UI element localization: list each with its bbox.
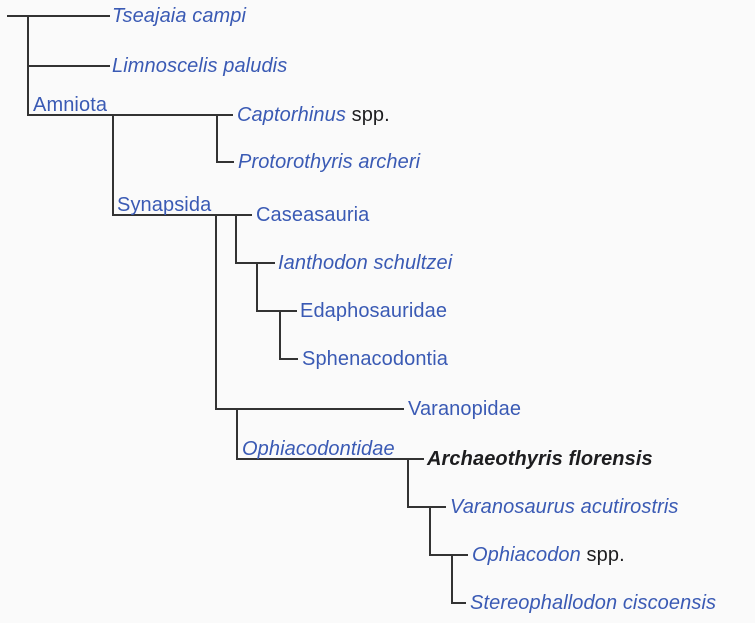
amniota-link[interactable]: Amniota xyxy=(33,94,108,116)
taxon-label-archaeothyris-florensis: Archaeothyris florensis xyxy=(427,448,653,470)
taxon-label-sphenacodontia: Sphenacodontia xyxy=(302,348,448,370)
branch-line-root-to-tseajaia xyxy=(7,15,110,17)
branch-line-amniota-to-captorhinus xyxy=(28,114,233,116)
caseasauria-link[interactable]: Caseasauria xyxy=(256,204,370,226)
branch-line-ophiacodon-stereophallodon-bar xyxy=(451,554,453,604)
protorothyris-archeri-link[interactable]: Protorothyris archeri xyxy=(238,151,421,173)
ianthodon-schultzei-link[interactable]: Ianthodon schultzei xyxy=(278,252,453,274)
limnoscelis-paludis-link[interactable]: Limnoscelis paludis xyxy=(112,55,288,77)
varanopidae-link[interactable]: Varanopidae xyxy=(408,398,522,420)
branch-line-to-ianthodon xyxy=(236,262,275,264)
stereophallodon-ciscoensis-link[interactable]: Stereophallodon ciscoensis xyxy=(470,592,717,614)
branch-line-to-ophiacodon xyxy=(430,554,468,556)
branch-line-to-limnoscelis xyxy=(28,65,110,67)
ophiacodon-spp-link[interactable]: Ophiacodon xyxy=(472,544,581,566)
branch-line-to-sphenacodontia xyxy=(280,358,298,360)
archaeothyris-florensis-text: Archaeothyris florensis xyxy=(427,448,653,470)
captorhinus-spp-text: spp. xyxy=(345,104,390,126)
taxon-label-varanosaurus-acutirostris: Varanosaurus acutirostris xyxy=(450,496,679,518)
taxon-label-captorhinus-spp: Captorhinus spp. xyxy=(237,104,390,126)
taxon-label-edaphosauridae: Edaphosauridae xyxy=(300,300,447,322)
ophiacodontidae-link[interactable]: Ophiacodontidae xyxy=(242,438,395,460)
branch-line-ianthodon-edaphosauridae-bar xyxy=(256,262,258,312)
branch-line-ophiacodontidae-clade-bar xyxy=(407,458,409,508)
captorhinus-spp-link[interactable]: Captorhinus xyxy=(237,104,346,126)
taxon-label-stereophallodon-ciscoensis: Stereophallodon ciscoensis xyxy=(470,592,716,614)
branch-line-amniota-clade-bar xyxy=(112,114,114,216)
branch-line-synapsida-clade-bar xyxy=(215,214,217,410)
taxon-label-varanopidae: Varanopidae xyxy=(408,398,521,420)
branch-line-to-stereophallodon xyxy=(452,602,466,604)
tseajaia-campi-link[interactable]: Tseajaia campi xyxy=(112,5,247,27)
branch-line-to-protorothyris xyxy=(217,161,234,163)
branch-line-edaphosauridae-sphenacodontia-bar xyxy=(279,310,281,360)
taxon-label-ophiacodontidae: Ophiacodontidae xyxy=(242,438,395,460)
taxon-label-tseajaia-campi: Tseajaia campi xyxy=(112,5,246,27)
ophiacodon-spp-text: spp. xyxy=(580,544,625,566)
taxon-label-caseasauria: Caseasauria xyxy=(256,204,369,226)
taxon-label-amniota: Amniota xyxy=(33,94,107,116)
taxon-label-synapsida: Synapsida xyxy=(117,194,211,216)
taxon-label-protorothyris-archeri: Protorothyris archeri xyxy=(238,151,420,173)
branch-line-to-edaphosauridae xyxy=(257,310,297,312)
sphenacodontia-link[interactable]: Sphenacodontia xyxy=(302,348,448,370)
branch-line-root-clade-bar xyxy=(27,15,29,116)
branch-line-varanosaurus-ophiacodon-bar xyxy=(429,506,431,556)
taxon-label-limnoscelis-paludis: Limnoscelis paludis xyxy=(112,55,287,77)
branch-line-synapsida-to-caseasauria xyxy=(113,214,252,216)
branch-line-varanopidae-ophiacodontidae-bar xyxy=(236,408,238,460)
branch-line-caseasauria-ianthodon-bar xyxy=(235,214,237,264)
edaphosauridae-link[interactable]: Edaphosauridae xyxy=(300,300,448,322)
branch-line-to-varanosaurus xyxy=(408,506,446,508)
taxon-label-ophiacodon-spp: Ophiacodon spp. xyxy=(472,544,625,566)
branch-line-to-varanopidae xyxy=(216,408,404,410)
taxon-label-ianthodon-schultzei: Ianthodon schultzei xyxy=(278,252,452,274)
branch-line-ophiacodontidae-to-archaeothyris xyxy=(237,458,424,460)
synapsida-link[interactable]: Synapsida xyxy=(117,194,212,216)
varanosaurus-acutirostris-link[interactable]: Varanosaurus acutirostris xyxy=(450,496,679,518)
branch-line-captorhinus-protorothyris-bar xyxy=(216,114,218,163)
